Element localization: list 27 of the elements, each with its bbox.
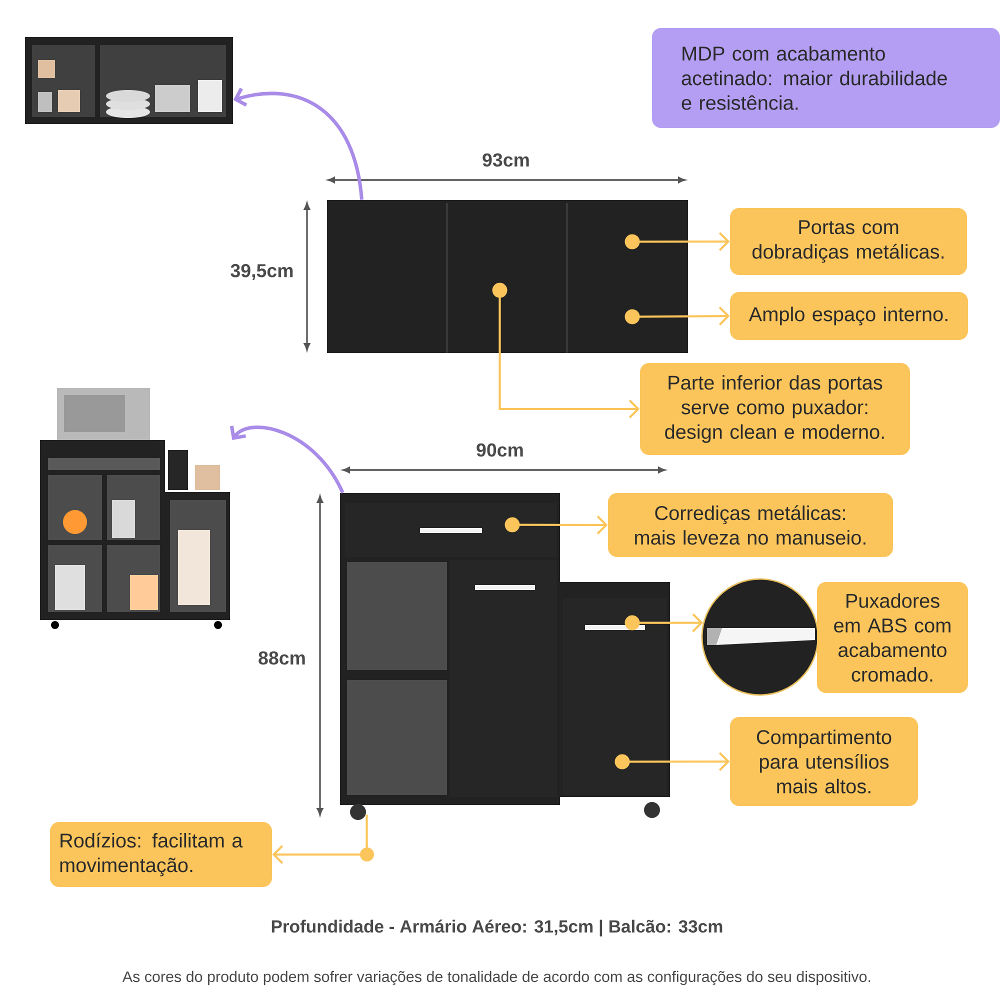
callout-box: Amplo espaço interno. bbox=[730, 292, 968, 340]
leader-line bbox=[504, 516, 608, 534]
dimension-label: 93cm bbox=[482, 153, 529, 167]
leader-line bbox=[272, 814, 374, 864]
wall-cabinet-drawing bbox=[327, 200, 688, 354]
curved-arrow bbox=[233, 88, 364, 200]
callout-box: Puxadores em ABS com acabamento cromado. bbox=[817, 582, 968, 693]
dimension-label: 90cm bbox=[476, 443, 523, 457]
footnote: As cores do produto podem sofrer variações de tonalidade de acordo com as configurações do seu dispositivo. bbox=[122, 970, 870, 986]
callout-box: Corrediças metálicas: mais leveza no manuseio. bbox=[608, 493, 893, 557]
callout-box: Compartimento para utensílios mais altos. bbox=[730, 717, 918, 806]
handle-closeup bbox=[701, 578, 819, 696]
depth-note: Profundidade - Armário Aéreo: 31,5cm | Balcão: 33cm bbox=[272, 920, 722, 936]
callout-box: Portas com dobradiças metálicas. bbox=[730, 208, 967, 275]
cabinet-photo bbox=[40, 388, 230, 629]
leader-line bbox=[492, 282, 640, 418]
leader-line bbox=[614, 752, 730, 771]
dimension-label: 39,5cm bbox=[230, 264, 293, 280]
callout-box: Parte inferior das portas serve como puxador: design clean e moderno. bbox=[640, 363, 910, 455]
curved-arrow bbox=[230, 426, 344, 494]
leader-line bbox=[624, 306, 730, 326]
dimension-label: 88cm bbox=[258, 651, 305, 665]
note-box: MDP com acabamento acetinado: maior durabilidade e resistência. bbox=[652, 28, 1000, 128]
cabinet-photo bbox=[25, 37, 233, 124]
leader-line bbox=[624, 232, 730, 251]
callout-box: Rodízios: facilitam a movimentação. bbox=[50, 822, 272, 887]
leader-line bbox=[624, 613, 704, 632]
